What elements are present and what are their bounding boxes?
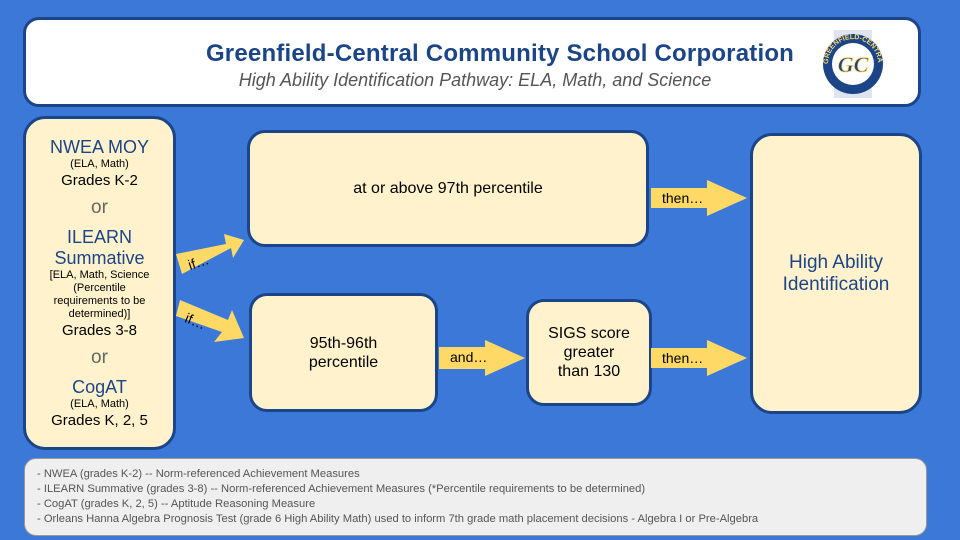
ilearn-grades: Grades 3-8 [61,321,138,339]
result-text-2: Identification [782,273,890,295]
cogat-title: CogAT [72,376,127,397]
nwea-grades: Grades K-2 [61,171,138,189]
cogat-subjects: (ELA, Math) [70,397,129,410]
page-title: Greenfield-Central Community School Corp… [205,40,795,67]
notes-footer: - NWEA (grades K-2) -- Norm-referenced A… [24,458,927,536]
sigs-text-1: SIGS score [548,325,630,342]
result-text-1: High Ability [789,251,883,273]
sigs-text-3: than 130 [557,363,621,380]
criterion-top-text: at or above 97th percentile [353,179,543,197]
note-line-4: - Orleans Hanna Algebra Prognosis Test (… [37,513,759,525]
then-arrow-bottom [651,340,747,376]
note-line-1: - NWEA (grades K-2) -- Norm-referenced A… [37,468,360,480]
ilearn-title: ILEARN [66,226,133,247]
ilearn-note-3: requirements to be [53,294,146,307]
or-separator-2: or [91,346,108,368]
logo-initials: GC [838,52,869,77]
ilearn-title-2: Summative [54,247,145,268]
if-arrow-top [176,234,244,274]
criterion-top-box: at or above 97th percentile [247,130,649,247]
then-label-top: then… [662,190,704,206]
criterion-bottom-text-1: 95th-96th [309,334,378,352]
assessment-options-box: NWEA MOY (ELA, Math) Grades K-2 or ILEAR… [23,116,176,450]
cogat-grades: Grades K, 2, 5 [51,411,148,429]
sigs-score-box: SIGS score greater than 130 [526,299,652,406]
page-subtitle: High Ability Identification Pathway: ELA… [238,70,712,90]
note-line-2: - ILEARN Summative (grades 3-8) -- Norm-… [37,483,646,495]
header-banner: Greenfield-Central Community School Corp… [23,17,921,107]
or-separator: or [91,196,108,218]
result-box: High Ability Identification [750,133,922,414]
and-arrow [439,340,525,376]
and-label: and… [450,349,488,365]
ilearn-note-4: determined)] [68,307,131,320]
nwea-title: NWEA MOY [49,136,149,157]
ilearn-note-1: [ELA, Math, Science [49,268,150,281]
if-arrow-bottom [176,300,244,342]
ilearn-note-2: (Percentile [73,281,126,294]
note-line-3: - CogAT (grades K, 2, 5) -- Aptitude Rea… [37,498,316,510]
criterion-bottom-box: 95th-96th percentile [249,293,438,412]
criterion-bottom-text-2: percentile [308,353,379,371]
then-arrow-top [651,180,747,216]
then-label-bottom: then… [662,350,704,366]
school-logo-icon: GREENFIELD-CENTRAL SCHOOLS GC [814,24,883,98]
nwea-subjects: (ELA, Math) [70,157,129,170]
sigs-text-2: greater [563,344,615,361]
